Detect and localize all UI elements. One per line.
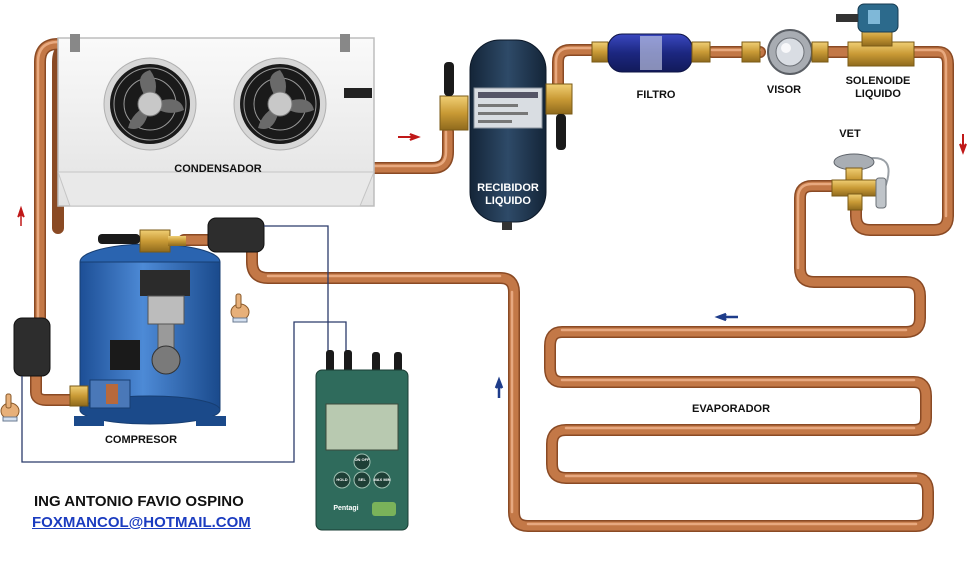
digital-manifold-meter	[315, 350, 409, 531]
meter-max-min-button: MAX MIN	[373, 477, 391, 482]
flow-arrow-down-icon	[959, 134, 967, 155]
filter-drier	[591, 33, 711, 73]
meter-hold-button: HOLD	[336, 477, 348, 482]
expansion-valve	[831, 153, 890, 211]
condenser-label: CONDENSADOR	[174, 163, 262, 175]
compressor	[69, 229, 226, 426]
flow-arrow-up-icon	[494, 376, 504, 398]
compressor-label: COMPRESOR	[104, 434, 178, 446]
flow-arrow-right-icon	[398, 133, 421, 141]
sight-glass-label: VISOR	[766, 84, 802, 96]
pointing-hand-icon	[0, 393, 20, 422]
author-email-link[interactable]: FOXMANCOL@HOTMAIL.COM	[32, 514, 251, 531]
meter-sel-button: SEL	[358, 477, 366, 482]
sight-glass	[741, 29, 829, 75]
meter-on-off-button: ON OFF	[354, 457, 370, 462]
condenser-unit	[57, 34, 375, 207]
flow-arrow-up-icon	[17, 205, 25, 226]
solenoid-label-line1: SOLENOIDE	[845, 75, 911, 87]
solenoid-valve	[836, 3, 915, 67]
flow-arrow-left-icon	[714, 312, 738, 322]
pressure-sensor-low	[13, 317, 51, 377]
liquid-receiver	[439, 39, 573, 230]
meter-brand: Pentagi	[333, 505, 359, 512]
condenser-fan-icon	[103, 57, 197, 151]
sensor-wires	[21, 225, 347, 463]
receiver-label-line1: RECIBIDOR	[477, 182, 539, 194]
expansion-valve-label: VET	[839, 128, 861, 140]
receiver-label-line2: LIQUIDO	[485, 195, 531, 207]
filter-label: FILTRO	[636, 89, 676, 101]
pressure-sensor-high	[207, 217, 265, 253]
author-name: ING ANTONIO FAVIO OSPINO	[34, 493, 244, 510]
solenoid-label-line2: LIQUIDO	[855, 88, 901, 100]
pointing-hand-icon	[230, 293, 250, 323]
copper-piping	[30, 38, 954, 532]
evaporator-label: EVAPORADOR	[691, 403, 771, 415]
condenser-fan-icon	[233, 57, 327, 151]
